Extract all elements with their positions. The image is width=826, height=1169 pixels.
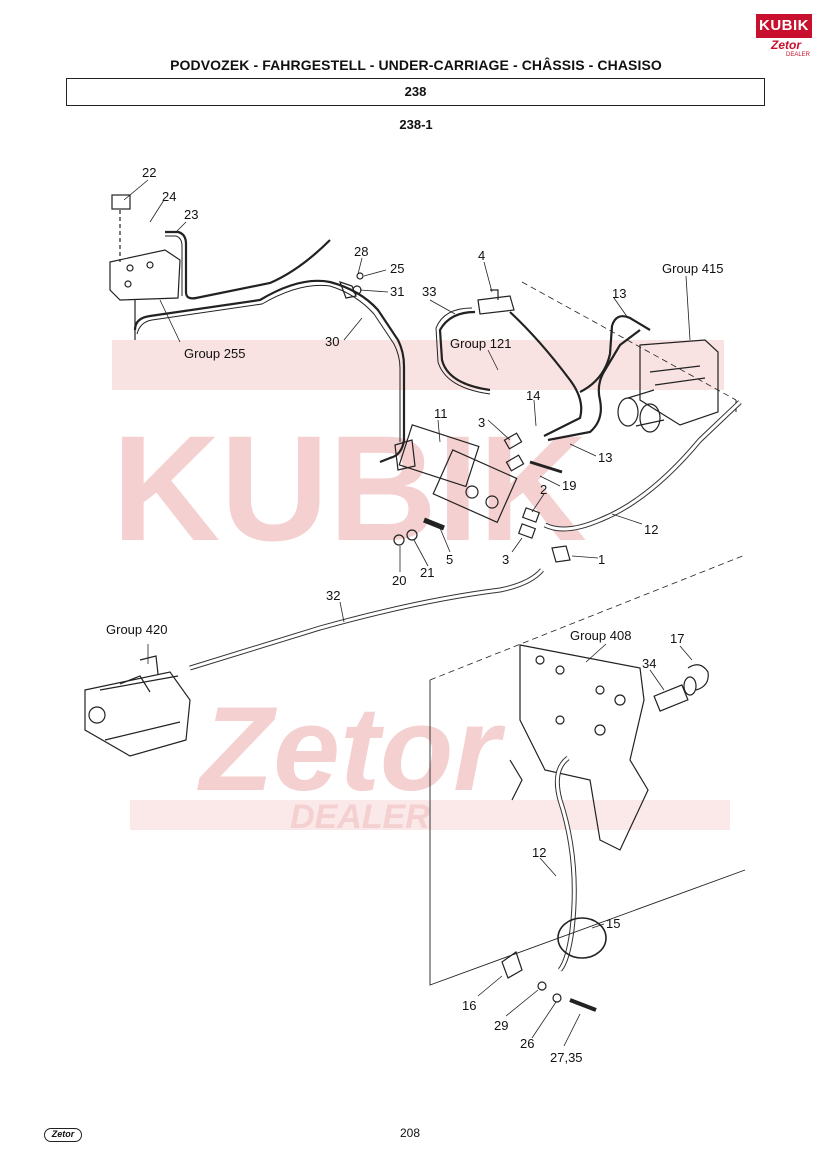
- washer-21: [406, 529, 418, 541]
- callout-1: 1: [598, 552, 605, 567]
- subgroup-number: 238-1: [399, 117, 433, 132]
- group-ref-121: Group 121: [450, 336, 511, 351]
- pipe-14: [509, 311, 583, 437]
- kubik-zetor-logo: KUBIK Zetor DEALER: [756, 14, 812, 62]
- logo-sub: Zetor: [771, 38, 801, 52]
- logo-brand: KUBIK: [756, 14, 812, 38]
- callout-28: 28: [354, 244, 368, 259]
- callout-30: 30: [325, 334, 339, 349]
- fitting-3c: [517, 523, 537, 539]
- bracket-assembly: [109, 194, 181, 340]
- callout-12-upper: 12: [644, 522, 658, 537]
- callout-13-lower: 13: [598, 450, 612, 465]
- pipe-13-upper: [579, 315, 651, 393]
- callout-13-upper: 13: [612, 286, 626, 301]
- ring-15: [557, 917, 607, 959]
- valve-11: [394, 424, 518, 524]
- logo-tag: DEALER: [785, 52, 810, 58]
- callouts: 22 24 23 28 25 31 4 33 13 30 11 3 14 13 …: [142, 165, 684, 1065]
- callout-5: 5: [446, 552, 453, 567]
- callout-26: 26: [520, 1036, 534, 1051]
- callout-33: 33: [422, 284, 436, 299]
- motor-420: [84, 655, 191, 757]
- callout-34: 34: [642, 656, 656, 671]
- bolt-27-35: [569, 998, 597, 1012]
- clip-17: [687, 664, 709, 691]
- valve-block-415: [617, 339, 719, 433]
- callout-25: 25: [390, 261, 404, 276]
- callout-14: 14: [526, 388, 540, 403]
- connector-34: [653, 676, 697, 712]
- watermark-word3: DEALER: [290, 798, 430, 836]
- pipe-33: [438, 310, 491, 392]
- fitting-3a: [503, 432, 523, 450]
- pin-5: [423, 517, 445, 531]
- callout-31: 31: [390, 284, 404, 299]
- group-ref-255: Group 255: [184, 346, 245, 361]
- callout-27-35: 27,35: [550, 1050, 583, 1065]
- callout-29: 29: [494, 1018, 508, 1033]
- callout-3-lower: 3: [502, 552, 509, 567]
- callout-3-upper: 3: [478, 415, 485, 430]
- fitting-3b: [505, 454, 525, 472]
- nut-29: [537, 981, 547, 991]
- callout-19: 19: [562, 478, 576, 493]
- watermark-word2: Zetor: [197, 682, 506, 816]
- callout-21: 21: [420, 565, 434, 580]
- callout-11: 11: [434, 406, 448, 421]
- pipe-23: [165, 230, 331, 300]
- group-number-box: 238: [66, 78, 765, 106]
- callout-32: 32: [326, 588, 340, 603]
- callout-4: 4: [478, 248, 485, 263]
- callout-2: 2: [540, 482, 547, 497]
- tee-4: [477, 289, 515, 315]
- page-title: PODVOZEK - FAHRGESTELL - UNDER-CARRIAGE …: [170, 57, 662, 73]
- fitting-1: [551, 545, 571, 563]
- group-ref-408: Group 408: [570, 628, 631, 643]
- callout-23: 23: [184, 207, 198, 222]
- watermark: KUBIK Zetor DEALER: [112, 340, 730, 836]
- group-ref-415: Group 415: [662, 261, 723, 276]
- watermark-band: [112, 340, 724, 390]
- leader-lines: [123, 179, 693, 1047]
- bolt-19: [529, 460, 563, 474]
- clamp-16: [501, 951, 523, 979]
- callout-15: 15: [606, 916, 620, 931]
- callout-16: 16: [462, 998, 476, 1013]
- watermark-word1: KUBIK: [112, 404, 587, 572]
- group-references: Group 255 Group 121 Group 415 Group 420 …: [106, 261, 723, 643]
- callout-22: 22: [142, 165, 156, 180]
- page-number: 208: [399, 1126, 421, 1140]
- bracket-plate-408: [509, 644, 649, 851]
- callout-24: 24: [162, 189, 176, 204]
- callout-17: 17: [670, 631, 684, 646]
- nut-20: [393, 534, 405, 546]
- zetor-footer-logo: Zetor: [44, 1128, 82, 1142]
- callout-20: 20: [392, 573, 406, 588]
- washer-26: [552, 993, 562, 1003]
- callout-12-lower: 12: [532, 845, 546, 860]
- group-ref-420: Group 420: [106, 622, 167, 637]
